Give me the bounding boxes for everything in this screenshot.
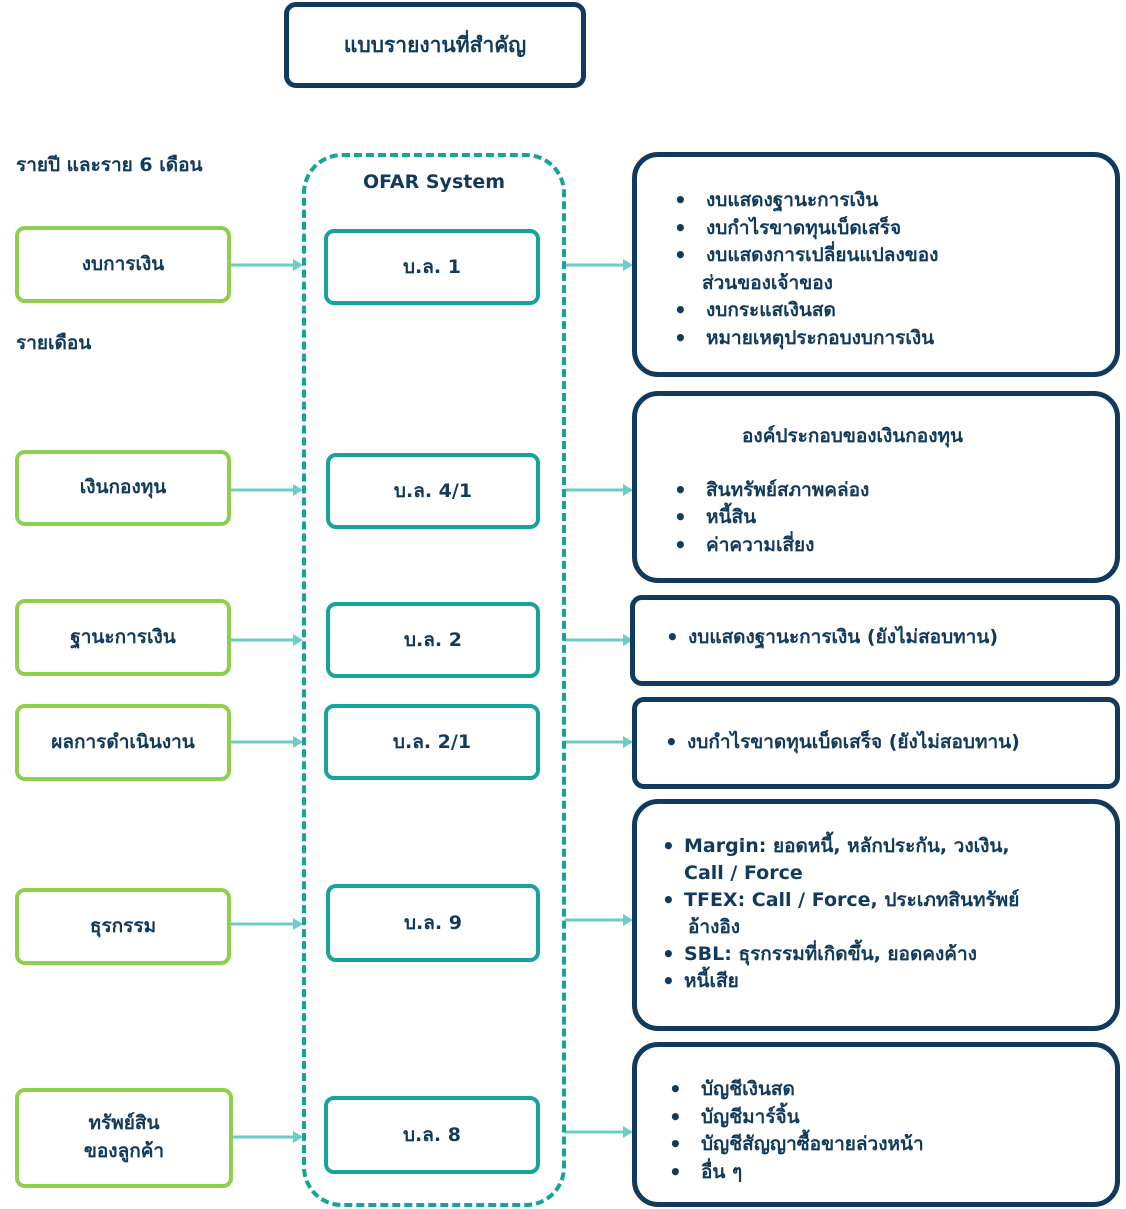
report-type-label-line1: ทรัพย์สิน (88, 1112, 160, 1135)
details-box-bl2: งบแสดงฐานะการเงิน (ยังไม่สอบทาน) (630, 595, 1120, 686)
report-type-transactions: ธุรกรรม (15, 888, 231, 965)
details-list: สินทรัพย์สภาพคล่อง หนี้สิน ค่าความเสี่ยง (668, 477, 1115, 560)
list-item: SBL: ธุรกรรมที่เกิดขึ้น, ยอดคงค้าง (662, 941, 1115, 968)
details-list: บัญชีเงินสด บัญชีมาร์จิ้น บัญชีสัญญาซื้อ… (663, 1076, 1115, 1186)
details-list: งบแสดงฐานะการเงิน (ยังไม่สอบทาน) (666, 624, 1115, 651)
report-type-financial-position: ฐานะการเงิน (15, 599, 231, 676)
form-box-bl2: บ.ล. 2 (326, 602, 540, 678)
details-list: งบกำไรขาดทุนเบ็ดเสร็จ (ยังไม่สอบทาน) (665, 729, 1115, 756)
list-item: หนี้เสีย (662, 968, 1115, 995)
list-item: งบกระแสเงินสด (668, 297, 1115, 325)
form-box-bl1: บ.ล. 1 (324, 229, 540, 305)
report-type-label: ธุรกรรม (89, 914, 157, 937)
report-type-label: ผลการดำเนินงาน (51, 730, 195, 753)
form-box-bl9: บ.ล. 9 (326, 884, 540, 962)
report-type-capital: เงินกองทุน (15, 450, 231, 526)
report-type-label: งบการเงิน (81, 252, 165, 275)
form-box-bl4-1: บ.ล. 4/1 (326, 453, 540, 529)
details-list: Margin: ยอดหนี้, หลักประกัน, วงเงิน,Call… (662, 833, 1115, 995)
form-box-bl8: บ.ล. 8 (324, 1096, 540, 1174)
report-type-label: เงินกองทุน (79, 476, 167, 499)
list-item: งบแสดงฐานะการเงิน (ยังไม่สอบทาน) (666, 624, 1115, 651)
list-item: สินทรัพย์สภาพคล่อง (668, 477, 1115, 505)
details-box-bl4-1: องค์ประกอบของเงินกองทุน สินทรัพย์สภาพคล่… (632, 391, 1120, 583)
details-box-bl1: งบแสดงฐานะการเงิน งบกำไรขาดทุนเบ็ดเสร็จ … (632, 152, 1120, 377)
details-box-bl2-1: งบกำไรขาดทุนเบ็ดเสร็จ (ยังไม่สอบทาน) (632, 697, 1120, 789)
form-box-bl2-1: บ.ล. 2/1 (324, 704, 540, 780)
list-item: งบแสดงฐานะการเงิน (668, 187, 1115, 215)
details-box-bl8: บัญชีเงินสด บัญชีมาร์จิ้น บัญชีสัญญาซื้อ… (632, 1042, 1120, 1207)
list-item: ค่าความเสี่ยง (668, 532, 1115, 560)
ofar-system-container (302, 153, 566, 1207)
list-item: Margin: ยอดหนี้, หลักประกัน, วงเงิน,Call… (662, 833, 1115, 887)
form-code: บ.ล. 9 (404, 912, 462, 934)
form-code: บ.ล. 1 (403, 256, 461, 278)
report-type-client-assets: ทรัพย์สิน ของลูกค้า (15, 1088, 233, 1188)
details-list: งบแสดงฐานะการเงิน งบกำไรขาดทุนเบ็ดเสร็จ … (668, 187, 1115, 352)
details-heading: องค์ประกอบของเงินกองทุน (742, 425, 963, 447)
form-code: บ.ล. 2 (404, 629, 462, 651)
list-item: หนี้สิน (668, 504, 1115, 532)
monthly-section-label: รายเดือน (16, 332, 92, 354)
list-item: บัญชีเงินสด (663, 1076, 1115, 1104)
diagram-title: แบบรายงานที่สำคัญ (284, 2, 586, 88)
form-code: บ.ล. 4/1 (393, 480, 473, 502)
ofar-system-title: OFAR System (362, 171, 506, 193)
form-code: บ.ล. 2/1 (392, 731, 472, 753)
list-item: อื่น ๆ (663, 1159, 1115, 1187)
details-box-bl9: Margin: ยอดหนี้, หลักประกัน, วงเงิน,Call… (632, 799, 1120, 1031)
report-type-operating-results: ผลการดำเนินงาน (15, 704, 231, 781)
annual-section-label: รายปี และราย 6 เดือน (16, 154, 203, 176)
form-code: บ.ล. 8 (403, 1124, 461, 1146)
list-item: งบกำไรขาดทุนเบ็ดเสร็จ (668, 215, 1115, 243)
list-item: TFEX: Call / Force, ประเภทสินทรัพย์อ้างอ… (662, 887, 1115, 941)
list-item: หมายเหตุประกอบงบการเงิน (668, 325, 1115, 353)
list-item: บัญชีมาร์จิ้น (663, 1104, 1115, 1132)
report-type-label-line2: ของลูกค้า (83, 1140, 165, 1162)
report-type-label: ฐานะการเงิน (70, 625, 176, 648)
list-item: งบกำไรขาดทุนเบ็ดเสร็จ (ยังไม่สอบทาน) (665, 729, 1115, 756)
report-type-financial-statements: งบการเงิน (15, 226, 231, 303)
list-item: บัญชีสัญญาซื้อขายล่วงหน้า (663, 1131, 1115, 1159)
